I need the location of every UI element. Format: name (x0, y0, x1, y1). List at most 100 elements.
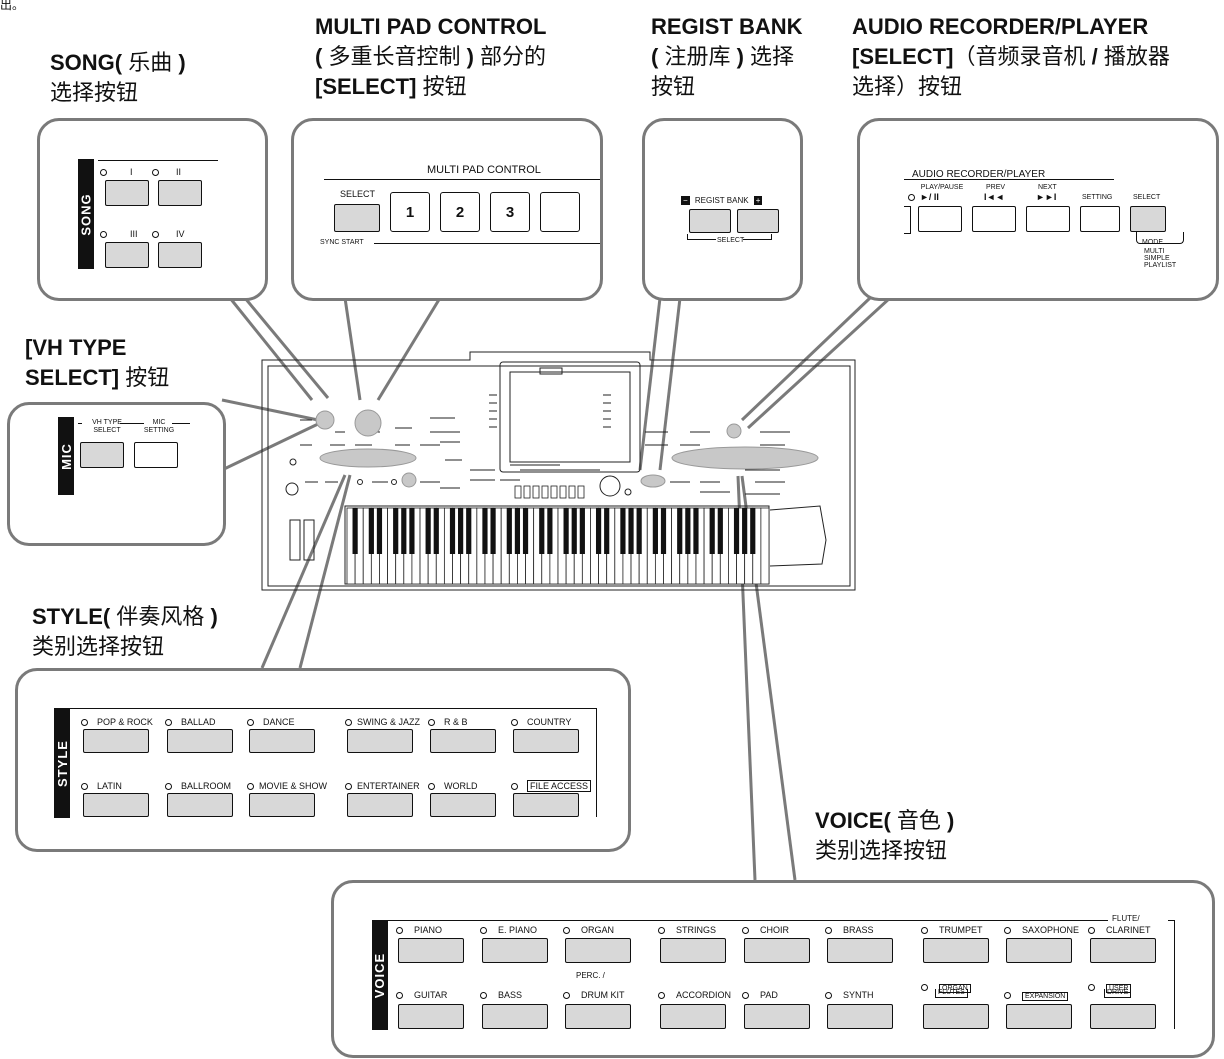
voice-button-clarinet[interactable] (1090, 938, 1156, 963)
vh-caption: [VH TYPE SELECT] 按钮 (25, 335, 170, 390)
black-key (401, 508, 407, 554)
sync-start-label: SYNC START (320, 239, 364, 246)
flute-label: FLUTE/ (1112, 914, 1140, 923)
multipad-pad-3[interactable]: 3 (490, 192, 530, 232)
mode-multi: MULTI (1144, 248, 1165, 255)
style-button-pop-rock[interactable] (83, 729, 149, 753)
style-button-latin[interactable] (83, 793, 149, 817)
black-key (449, 508, 456, 554)
voice-button-drum-kit[interactable] (565, 1004, 631, 1029)
regist-select-label: SELECT (717, 237, 745, 244)
voice-label: EXPANSION (1004, 990, 1069, 1001)
voice-button-saxophone[interactable] (1006, 938, 1072, 963)
prev-symbol: I◄◄ (984, 192, 1005, 202)
voice-caption: VOICE( 音色 ) 类别选择按钮 (815, 808, 955, 863)
voice-button-guitar[interactable] (398, 1004, 464, 1029)
multipad-pad-4[interactable] (540, 192, 580, 232)
black-key (717, 508, 723, 554)
audio-select-button[interactable] (1130, 206, 1166, 232)
song-button-4[interactable] (158, 242, 202, 268)
black-key (660, 508, 667, 554)
voice-button-expansion[interactable] (1006, 1004, 1072, 1029)
black-key (742, 508, 748, 554)
voice-button-piano[interactable] (398, 938, 464, 963)
multipad-pad-1[interactable]: 1 (390, 192, 430, 232)
black-key (368, 508, 374, 554)
song-label-3: III (100, 229, 138, 239)
voice-button-choir[interactable] (744, 938, 810, 963)
voice-label: TRUMPET (921, 925, 983, 935)
play-symbol: ►/ II (908, 193, 939, 202)
style-label: POP & ROCK (81, 717, 153, 727)
voice-button-user[interactable] (1090, 1004, 1156, 1029)
song-button-1[interactable] (105, 180, 149, 206)
setting-label: SETTING (1082, 194, 1113, 201)
next-label: NEXT (1038, 184, 1057, 191)
audio-title: AUDIO RECORDER/PLAYER (912, 169, 1046, 180)
style-button-swing-jazz[interactable] (347, 729, 413, 753)
voice-button-e-piano[interactable] (482, 938, 548, 963)
song-tag: SONG (78, 159, 94, 269)
prev-label: PREV (986, 184, 1006, 191)
center-small-button (523, 485, 531, 499)
user-drive-line2: DRIVE (1104, 989, 1132, 998)
multipad-select-button[interactable] (334, 204, 380, 232)
black-key (482, 508, 488, 554)
regist-plus-button[interactable] (737, 209, 779, 233)
setting-button[interactable] (1080, 206, 1120, 232)
voice-button-brass[interactable] (827, 938, 893, 963)
song-button-2[interactable] (158, 180, 202, 206)
audio-panel: AUDIO RECORDER/PLAYER PLAY/PAUSE ►/ II P… (857, 118, 1219, 301)
play-pause-button[interactable] (918, 206, 962, 232)
style-button-entertainer[interactable] (347, 793, 413, 817)
next-symbol: ►►I (1036, 192, 1057, 202)
voice-label: CLARINET (1088, 925, 1151, 935)
style-button-ballroom[interactable] (167, 793, 233, 817)
voice-label: BASS (480, 990, 522, 1000)
black-key (579, 508, 585, 554)
voice-button-strings[interactable] (660, 938, 726, 963)
style-button-file-access[interactable] (513, 793, 579, 817)
black-key (750, 508, 756, 554)
regist-minus-button[interactable] (689, 209, 731, 233)
vh-type-select-button[interactable] (80, 442, 124, 468)
mode-simple: SIMPLE (1144, 255, 1170, 262)
style-button-dance[interactable] (249, 729, 315, 753)
black-key (628, 508, 634, 554)
song-button-3[interactable] (105, 242, 149, 268)
voice-button-organ[interactable] (923, 1004, 989, 1029)
voice-label: CHOIR (742, 925, 789, 935)
voice-button-pad[interactable] (744, 1004, 810, 1029)
voice-button-organ[interactable] (565, 938, 631, 963)
mic-setting-button[interactable] (134, 442, 178, 468)
perc-label: PERC. / (576, 971, 605, 980)
voice-label: PIANO (396, 925, 442, 935)
style-button-world[interactable] (430, 793, 496, 817)
voice-button-synth[interactable] (827, 1004, 893, 1029)
style-label: SWING & JAZZ (345, 717, 420, 727)
multipad-select-label: SELECT (340, 189, 376, 199)
black-key (685, 508, 691, 554)
style-button-ballad[interactable] (167, 729, 233, 753)
organ-flutes-line2: FLUTES (935, 989, 968, 998)
black-key (466, 508, 472, 554)
style-label: MOVIE & SHOW (247, 781, 327, 791)
mic-tag: MIC (58, 417, 74, 495)
style-button-movie-show[interactable] (249, 793, 315, 817)
prev-button[interactable] (972, 206, 1016, 232)
multipad-pad-2[interactable]: 2 (440, 192, 480, 232)
black-key (733, 508, 740, 554)
voice-button-trumpet[interactable] (923, 938, 989, 963)
style-caption: STYLE( 伴奏风格 ) 类别选择按钮 (32, 604, 218, 659)
voice-label: PAD (742, 990, 778, 1000)
next-button[interactable] (1026, 206, 1070, 232)
style-button-r-b[interactable] (430, 729, 496, 753)
voice-button-accordion[interactable] (660, 1004, 726, 1029)
style-button-country[interactable] (513, 729, 579, 753)
black-key (458, 508, 464, 554)
black-key (547, 508, 553, 554)
voice-button-bass[interactable] (482, 1004, 548, 1029)
center-small-button (541, 485, 549, 499)
